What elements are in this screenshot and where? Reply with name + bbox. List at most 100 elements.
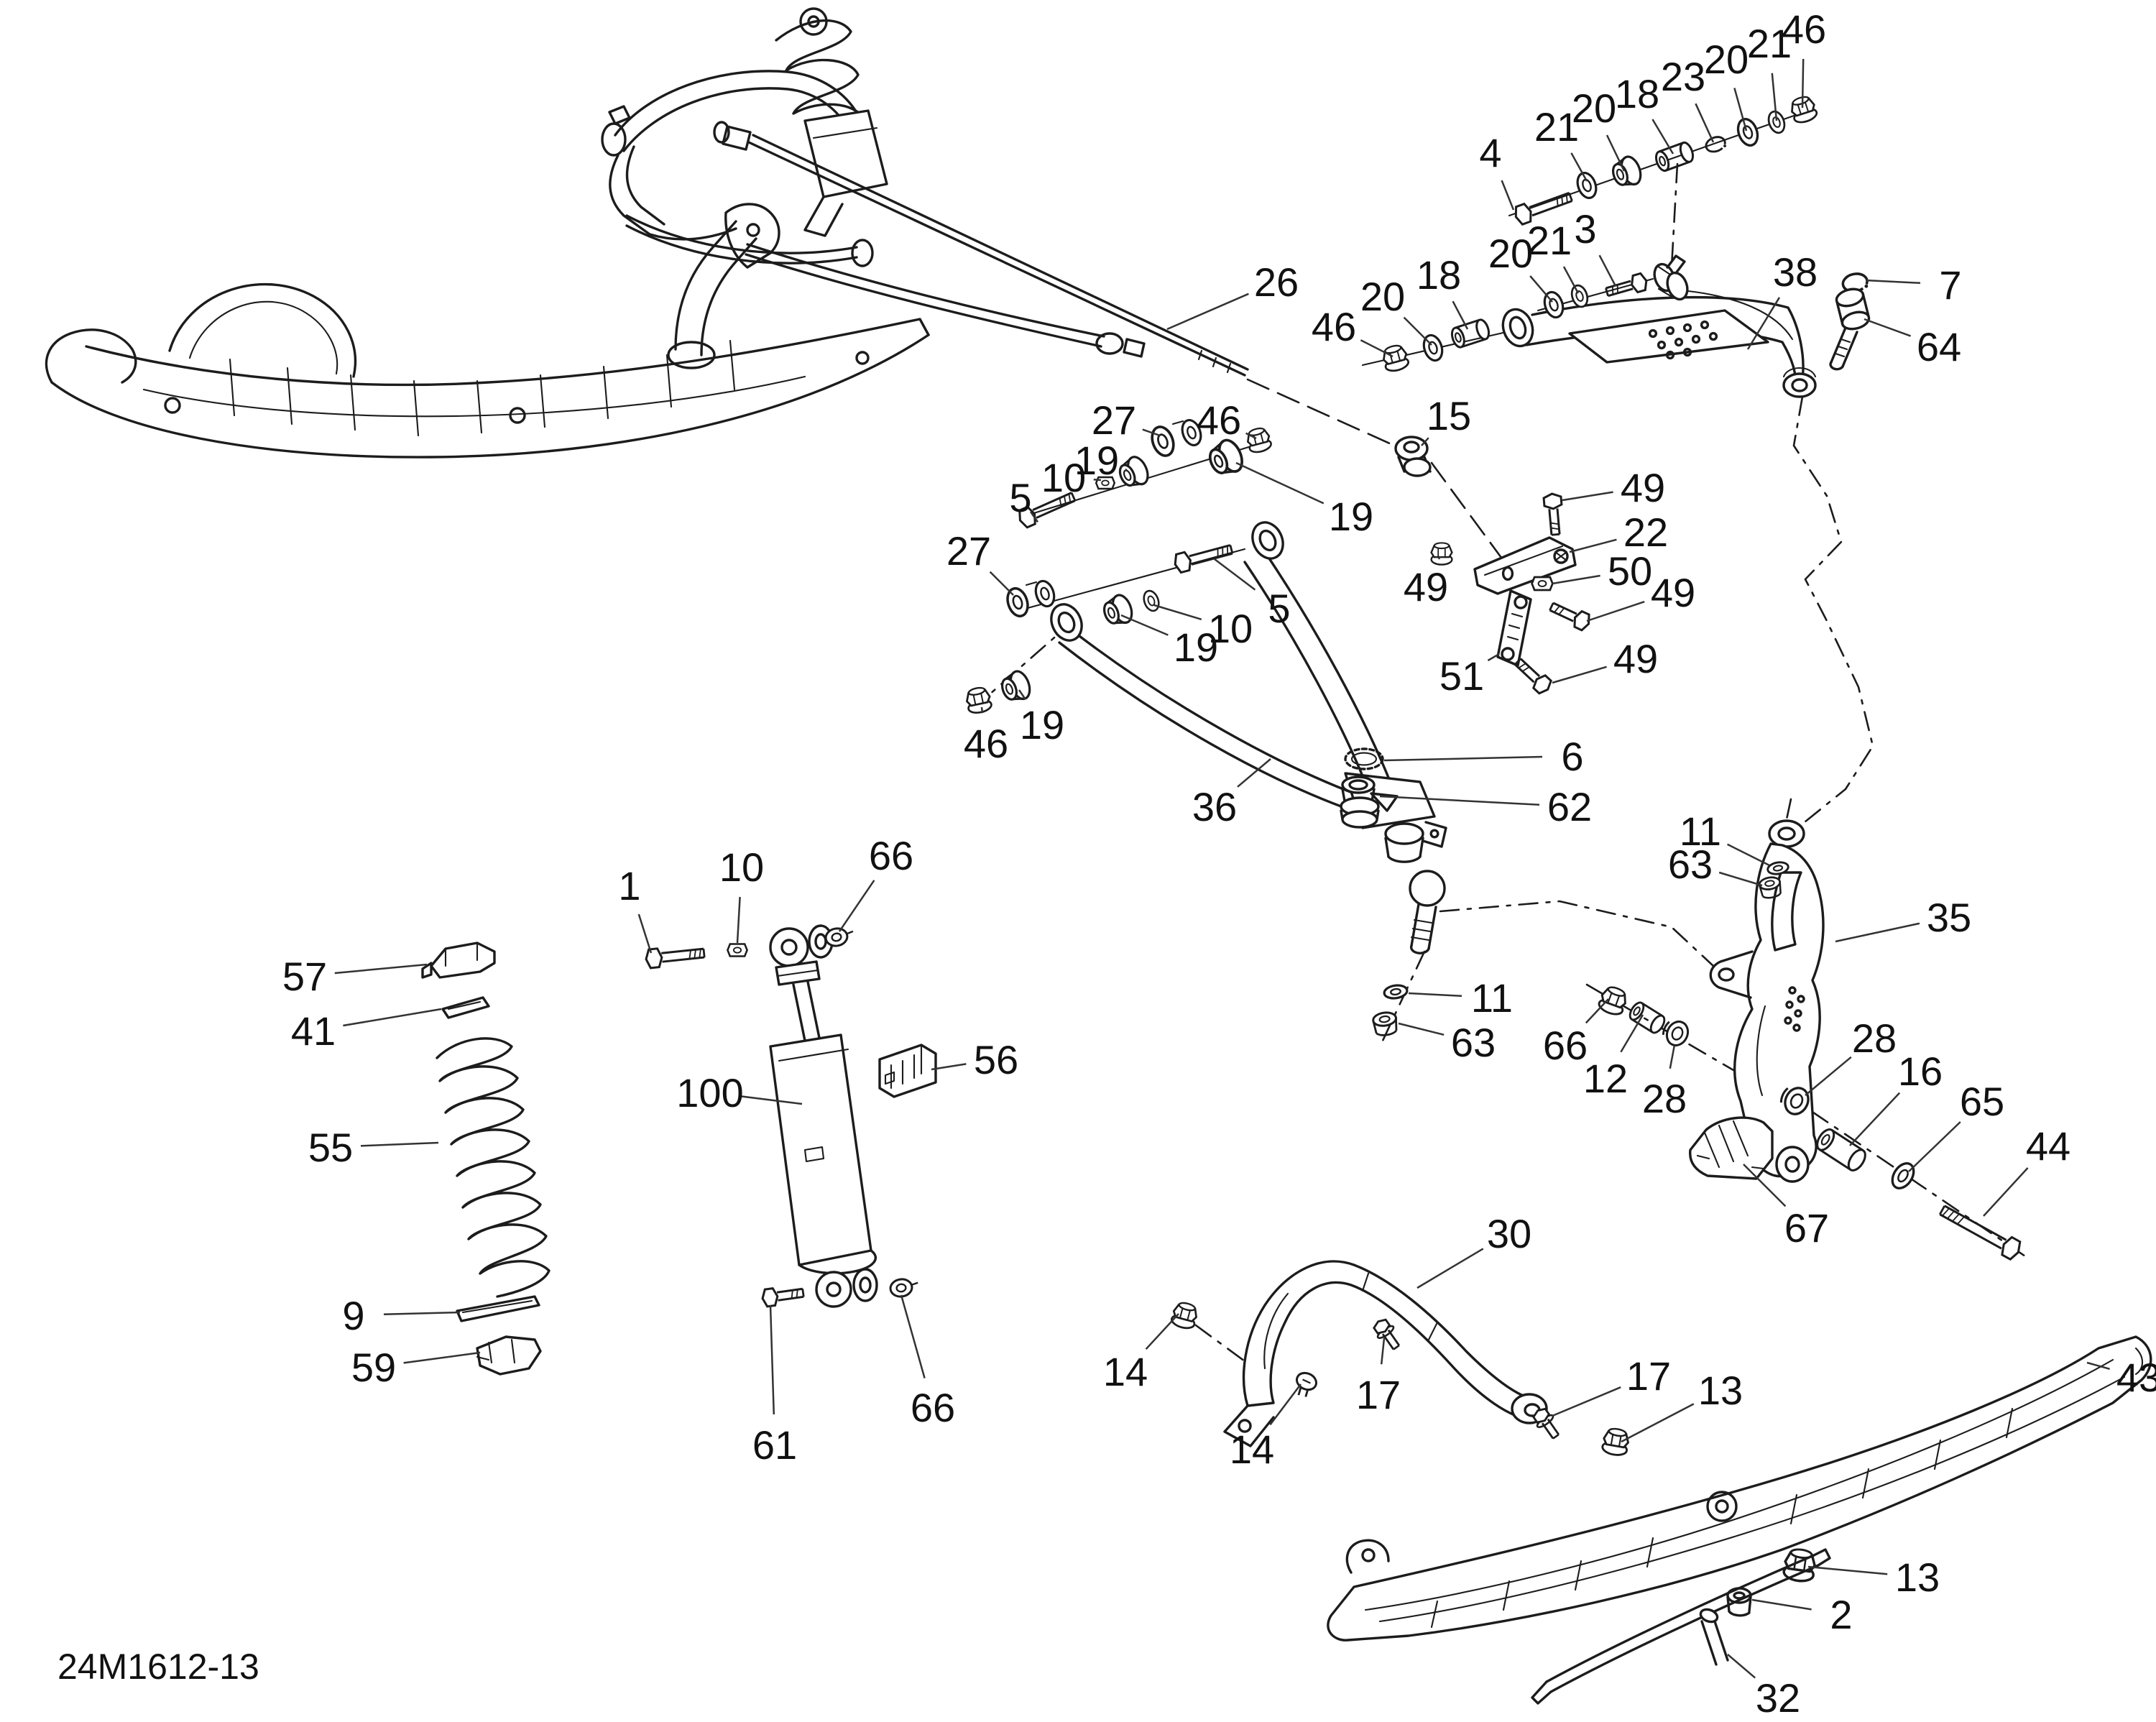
leader-line (1237, 758, 1271, 788)
callout-62: 62 (1547, 784, 1592, 829)
callout-46: 46 (964, 721, 1008, 766)
coilover-shock (775, 7, 888, 237)
leader-line (334, 963, 428, 975)
spindle-knuckle (1595, 819, 2024, 1263)
coil-spring (436, 1037, 550, 1298)
callout-27: 27 (1092, 397, 1136, 443)
wire-clamp (878, 1044, 937, 1098)
leader-line (1437, 556, 1442, 560)
leader-line (1383, 755, 1543, 762)
lower-arm-hardware (963, 416, 1432, 716)
leader-line (1269, 1383, 1302, 1426)
screw (1289, 1368, 1320, 1401)
leader-line (1908, 1121, 1961, 1172)
leader-line (900, 1294, 926, 1378)
callout-21: 21 (1527, 218, 1572, 263)
callout-57: 57 (282, 954, 327, 999)
leader-line (1487, 653, 1500, 662)
leader-line (1651, 119, 1674, 155)
flange-nut (1600, 1426, 1631, 1458)
nut (727, 943, 748, 957)
leader-line (1552, 1386, 1621, 1417)
callout-63: 63 (1451, 1020, 1496, 1065)
flange-nut (1169, 1299, 1200, 1332)
ski-handle (1169, 1260, 1631, 1458)
flanged-bushing (1099, 591, 1137, 630)
callout-19: 19 (1020, 702, 1064, 747)
flange-nut (1380, 342, 1411, 374)
callout-19: 19 (1174, 625, 1218, 670)
upper-a-arm (1361, 93, 1871, 398)
leader-line (1718, 871, 1763, 887)
leader-line (1142, 428, 1161, 437)
leader-line (1695, 103, 1715, 143)
leader-line (1145, 1313, 1179, 1350)
callout-11: 11 (1471, 975, 1513, 1021)
castle-nut (1371, 1010, 1400, 1038)
callout-5: 5 (1268, 586, 1290, 631)
flange-nut (1244, 425, 1273, 456)
callout-44: 44 (2026, 1123, 2070, 1169)
leader-line (1727, 1654, 1756, 1679)
bolt (760, 1283, 806, 1309)
leader-line (1835, 922, 1920, 943)
callout-59: 59 (351, 1345, 396, 1390)
bolt (1369, 1314, 1405, 1354)
callout-13: 13 (1698, 1368, 1743, 1413)
callout-16: 16 (1898, 1049, 1943, 1094)
callout-18: 18 (1615, 71, 1659, 116)
washer (1031, 577, 1059, 610)
callout-49: 49 (1651, 570, 1695, 615)
leader-line (1380, 1337, 1386, 1365)
leader-line (1562, 491, 1613, 502)
washer (1382, 982, 1409, 1001)
shock-absorber (644, 924, 937, 1309)
leader-line (736, 896, 741, 944)
callout-63: 63 (1668, 842, 1713, 887)
leader-line (1751, 1598, 1812, 1611)
callout-3: 3 (1574, 206, 1596, 252)
construction-lines (970, 162, 2031, 1363)
bolt (1542, 492, 1565, 537)
callout-10: 10 (1208, 606, 1253, 651)
flange-nut (1595, 983, 1631, 1018)
flange-nut (963, 684, 994, 716)
retaining-ring (1344, 747, 1384, 770)
leader-line (1552, 574, 1600, 585)
callout-30: 30 (1487, 1211, 1531, 1256)
bolt (1511, 654, 1555, 697)
leader-line (989, 571, 1014, 596)
callout-56: 56 (974, 1037, 1018, 1082)
callout-46: 46 (1197, 397, 1241, 443)
callout-18: 18 (1416, 252, 1461, 298)
leader-line (1727, 843, 1770, 867)
leader-line (1120, 614, 1169, 636)
spring-bracket (476, 1335, 542, 1376)
leader-line (1379, 795, 1540, 806)
callout-1: 1 (618, 863, 640, 908)
washer (1147, 422, 1179, 461)
callout-12: 12 (1583, 1056, 1628, 1101)
callout-20: 20 (1704, 37, 1749, 82)
flanged-bushing (1114, 452, 1153, 492)
callout-36: 36 (1192, 784, 1237, 829)
leader-line (1807, 1565, 1888, 1575)
wear-runner (1531, 1548, 1831, 1705)
leader-line (1620, 1014, 1644, 1053)
callout-66: 66 (911, 1385, 955, 1430)
leader-line (1864, 318, 1912, 337)
callout-21: 21 (1534, 104, 1579, 149)
lower-a-arm (1050, 521, 1447, 1038)
long-bolt (1936, 1200, 2024, 1263)
assembled-front-suspension (45, 7, 1249, 459)
leader-line (1245, 432, 1257, 440)
leader-line (1569, 538, 1617, 553)
callout-14: 14 (1103, 1349, 1148, 1394)
spring-spacer (441, 996, 490, 1019)
diagram-art (45, 7, 2152, 1705)
diagram-code: 24M1612-13 (57, 1647, 259, 1687)
callout-10: 10 (719, 844, 764, 890)
callout-35: 35 (1927, 895, 1971, 940)
leader-line (1166, 293, 1249, 331)
